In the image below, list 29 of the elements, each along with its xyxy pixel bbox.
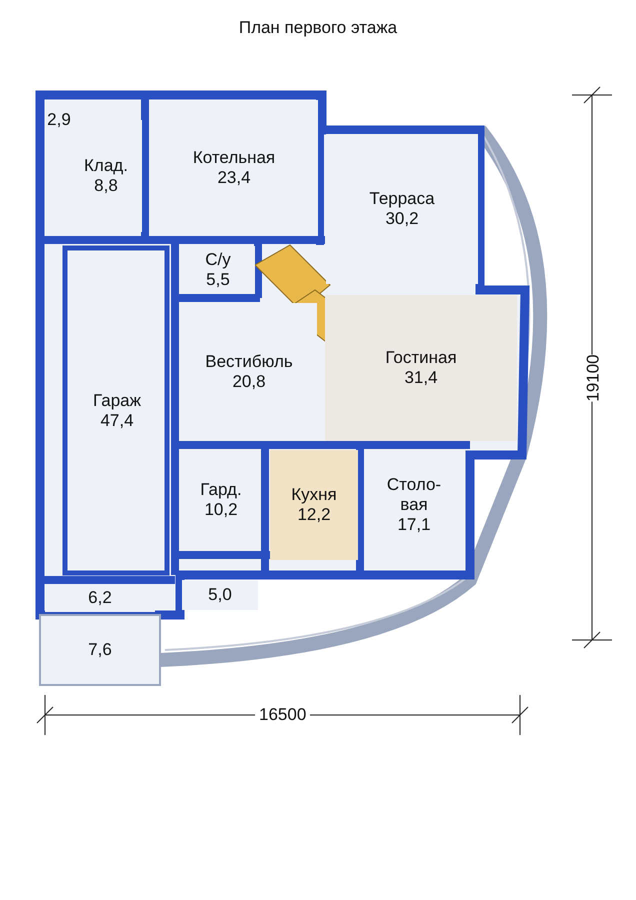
room-name: Гостиная	[385, 348, 457, 368]
room-floor	[270, 450, 358, 560]
room-name: Котельная	[192, 148, 276, 168]
room-name: Клад.	[84, 156, 128, 176]
area-value: 30,2	[385, 209, 419, 229]
room-name: Столо- вая	[386, 475, 442, 515]
area-value: 31,4	[404, 368, 438, 388]
area-value: 2,9	[47, 110, 71, 130]
area-value: 8,8	[94, 176, 118, 196]
area-value: 7,6	[88, 640, 112, 660]
area-value: 17,1	[397, 515, 431, 535]
area-value: 12,2	[297, 505, 331, 525]
area-value: 6,2	[88, 588, 112, 608]
area-value: 5,0	[208, 585, 232, 605]
room-name: Кухня	[291, 485, 337, 505]
area-value: 5,5	[206, 270, 230, 290]
plan-title: План первого этажа	[238, 18, 398, 38]
room-floor	[326, 134, 478, 284]
area-value: 23,4	[217, 168, 251, 188]
room-floor	[182, 580, 258, 610]
room-name: Терраса	[369, 189, 435, 209]
room-name: Вестибюль	[205, 352, 293, 372]
room-floor	[325, 295, 517, 441]
room-name: Гараж	[93, 391, 141, 411]
area-value: 20,8	[232, 372, 266, 392]
area-value: 10,2	[204, 500, 238, 520]
room-name: С/у	[205, 250, 231, 270]
room-name: Гард.	[200, 480, 242, 500]
area-value: 47,4	[100, 411, 134, 431]
